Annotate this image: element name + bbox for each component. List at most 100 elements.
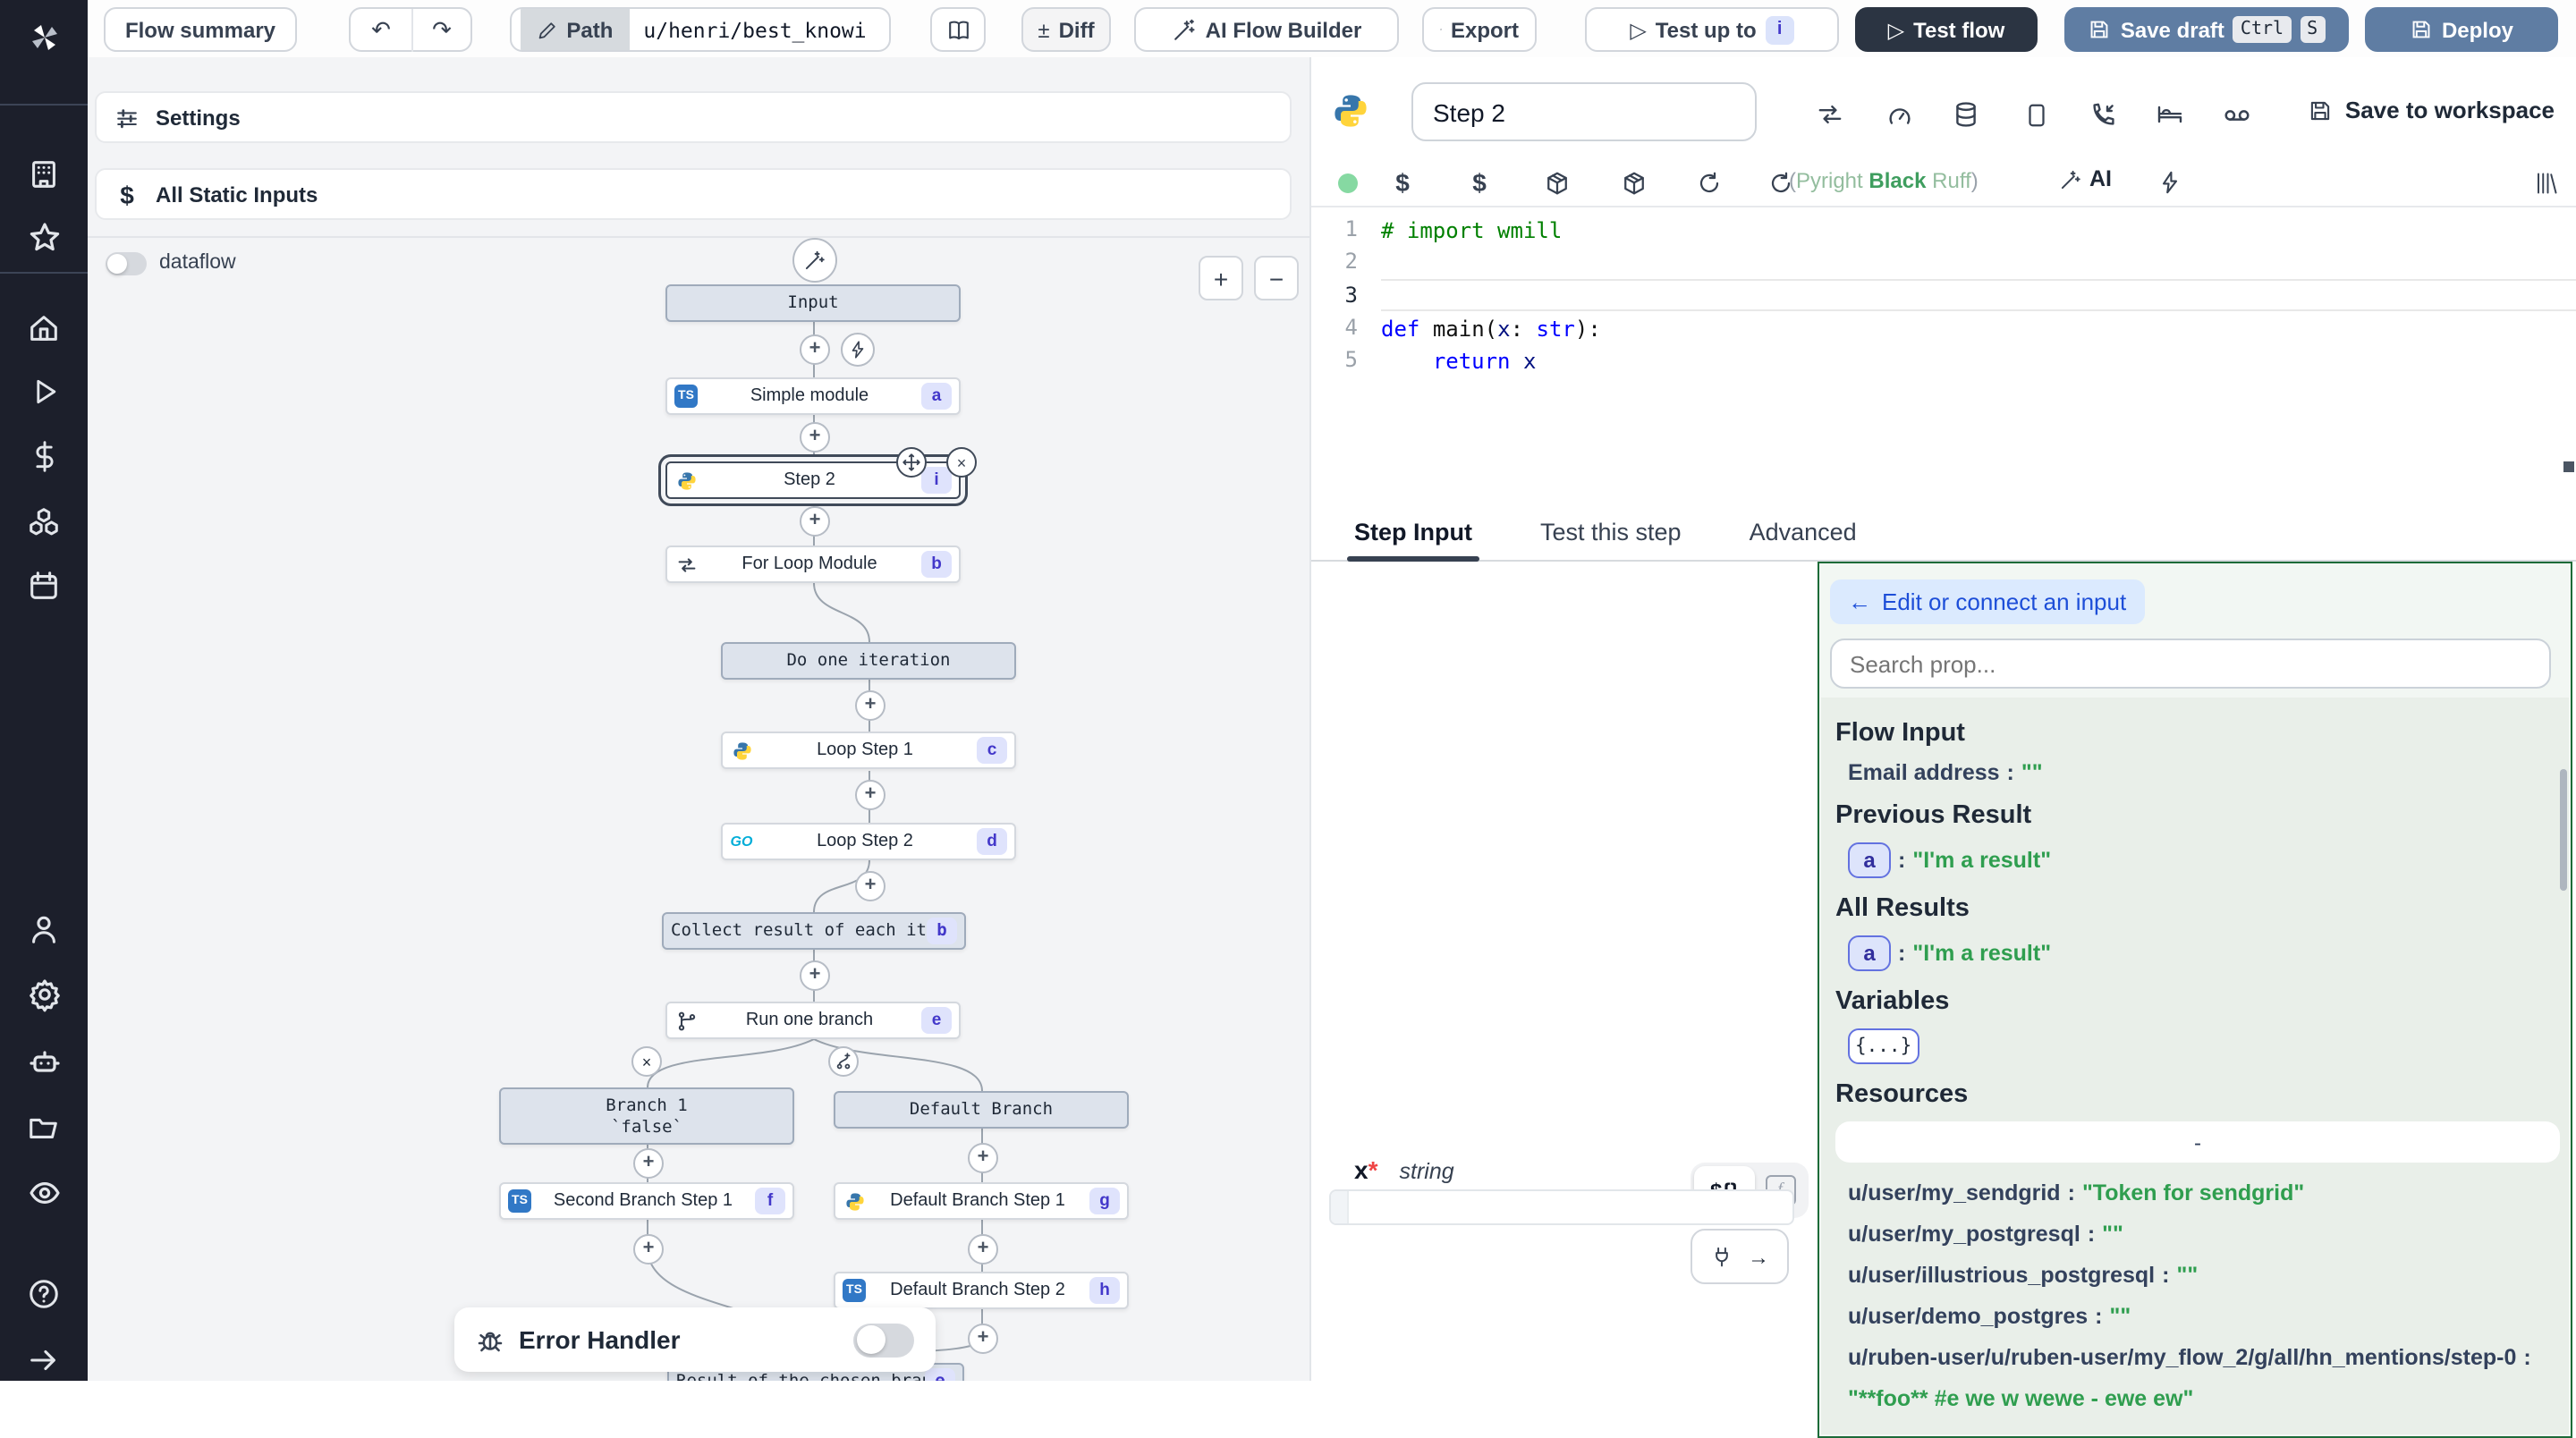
- early-stop-icon[interactable]: [2018, 97, 2054, 132]
- concurrency-icon[interactable]: [1882, 97, 1918, 132]
- add-branch-button[interactable]: [828, 1046, 859, 1077]
- tab-test-this-step[interactable]: Test this step: [1540, 518, 1682, 545]
- add-step-button[interactable]: [855, 871, 886, 901]
- sidebar-item-users[interactable]: [0, 901, 88, 955]
- sidebar-item-home[interactable]: [0, 300, 88, 354]
- flow-node-branch-1[interactable]: Branch 1 `false`: [499, 1087, 794, 1145]
- flow-settings-row[interactable]: Settings: [95, 91, 1292, 143]
- prop-row[interactable]: u/user/demo_postgres : "": [1848, 1304, 2555, 1329]
- add-step-button[interactable]: [800, 506, 830, 537]
- redo-icon[interactable]: ↷: [432, 15, 452, 42]
- code-line[interactable]: 2: [1344, 249, 1358, 275]
- code-line[interactable]: 1# import wmill: [1344, 216, 1563, 243]
- flow-node-second-branch-step-1[interactable]: TS Second Branch Step 1 f: [499, 1182, 794, 1220]
- add-step-button[interactable]: [968, 1143, 998, 1173]
- prop-row[interactable]: {...}: [1848, 1028, 2555, 1064]
- sidebar-item-workspace[interactable]: [0, 147, 88, 200]
- add-step-button[interactable]: [800, 422, 830, 453]
- code-line[interactable]: 3: [1311, 278, 2576, 311]
- sidebar-item-audit-logs[interactable]: [0, 1166, 88, 1220]
- prop-row[interactable]: "**foo** #e we w wewe - ewe ew": [1848, 1386, 2555, 1411]
- path-input[interactable]: u/henri/best_knowi: [643, 17, 867, 42]
- add-step-button[interactable]: [800, 960, 830, 991]
- prop-row[interactable]: a : "I'm a result": [1848, 842, 2555, 878]
- bolt-icon[interactable]: [2152, 165, 2188, 200]
- delete-node-button[interactable]: ×: [946, 447, 977, 478]
- sidebar-item-folders[interactable]: [0, 1100, 88, 1154]
- sidebar-item-help[interactable]: [0, 1266, 88, 1320]
- sidebar-item-workers[interactable]: [0, 1034, 88, 1087]
- mock-icon[interactable]: [2218, 97, 2254, 132]
- error-handler-toggle[interactable]: [853, 1323, 914, 1357]
- flow-node-default-branch-step-2[interactable]: TS Default Branch Step 2 h: [834, 1272, 1129, 1309]
- flow-node-for-loop[interactable]: For Loop Module b: [665, 546, 961, 583]
- tab-advanced[interactable]: Advanced: [1749, 518, 1857, 545]
- dataflow-toggle[interactable]: [106, 252, 147, 275]
- code-assistants-label[interactable]: (Pyright Black Ruff): [1789, 168, 1979, 193]
- sidebar-item-favorites[interactable]: [0, 211, 88, 265]
- add-step-button[interactable]: [855, 690, 886, 721]
- sleep-icon[interactable]: [2152, 97, 2188, 132]
- add-step-button[interactable]: [800, 334, 830, 365]
- edit-or-connect-button[interactable]: ← Edit or connect an input: [1830, 579, 2145, 624]
- zoom-out-button[interactable]: −: [1254, 256, 1299, 300]
- flow-node-default-branch-step-1[interactable]: Default Branch Step 1 g: [834, 1182, 1129, 1220]
- library-panel-icon[interactable]: [2528, 165, 2563, 200]
- suspend-icon[interactable]: [2086, 97, 2122, 132]
- package-icon[interactable]: [1615, 165, 1651, 200]
- flow-node-loop-step-1[interactable]: Loop Step 1 c: [721, 732, 1016, 769]
- cache-icon[interactable]: [1948, 97, 1984, 132]
- tab-step-input[interactable]: Step Input: [1347, 503, 1479, 562]
- prop-row[interactable]: a : "I'm a result": [1848, 935, 2555, 971]
- sidebar-item-settings[interactable]: [0, 968, 88, 1021]
- reload-icon[interactable]: [1690, 165, 1726, 200]
- docs-button[interactable]: [930, 7, 986, 52]
- add-step-button[interactable]: [633, 1148, 664, 1179]
- flow-summary-button[interactable]: Flow summary: [104, 7, 297, 52]
- sidebar-item-variables[interactable]: [0, 429, 88, 483]
- test-up-to-button[interactable]: ▷ Test up to i: [1585, 7, 1839, 52]
- flow-node-do-one-iteration[interactable]: Do one iteration: [721, 642, 1016, 680]
- add-step-button[interactable]: [968, 1324, 998, 1354]
- windmill-logo-icon[interactable]: [0, 11, 88, 64]
- flow-node-run-one-branch[interactable]: Run one branch e: [665, 1002, 961, 1039]
- variable-picker-icon[interactable]: $: [1395, 168, 1410, 197]
- prop-row[interactable]: Email address : "": [1848, 760, 2555, 785]
- argument-value-input[interactable]: [1329, 1189, 1794, 1225]
- sidebar-item-resources[interactable]: [0, 494, 88, 547]
- path-label-wrap[interactable]: Path: [520, 9, 630, 50]
- connect-input-button[interactable]: →: [1690, 1229, 1789, 1284]
- search-prop-input[interactable]: [1830, 639, 2551, 689]
- package-icon[interactable]: [1538, 165, 1574, 200]
- sidebar-item-schedules[interactable]: [0, 558, 88, 612]
- prop-row[interactable]: u/user/my_sendgrid : "Token for sendgrid…: [1848, 1180, 2555, 1205]
- move-node-button[interactable]: [896, 447, 927, 478]
- ai-builder-circle[interactable]: [792, 238, 837, 283]
- all-static-inputs-row[interactable]: $ All Static Inputs: [95, 168, 1292, 220]
- prop-row[interactable]: u/user/my_postgresql : "": [1848, 1222, 2555, 1247]
- flow-node-loop-step-2[interactable]: GO Loop Step 2 d: [721, 823, 1016, 860]
- diff-button[interactable]: ± Diff: [1021, 7, 1111, 52]
- reload-icon[interactable]: [1762, 165, 1798, 200]
- sidebar-expand-icon[interactable]: [0, 1332, 88, 1386]
- trigger-bolt-circle[interactable]: [841, 333, 875, 367]
- flow-node-simple-module[interactable]: TS Simple module a: [665, 377, 961, 415]
- prop-row[interactable]: u/ruben-user/u/ruben-user/my_flow_2/g/al…: [1848, 1345, 2555, 1370]
- add-step-button[interactable]: [968, 1234, 998, 1265]
- step-name-input[interactable]: [1411, 82, 1757, 141]
- retries-icon[interactable]: [1812, 97, 1848, 132]
- save-to-workspace-button[interactable]: Save to workspace: [2308, 97, 2555, 123]
- flow-node-input[interactable]: Input: [665, 284, 961, 322]
- remove-branch-button[interactable]: ×: [631, 1046, 662, 1077]
- test-flow-button[interactable]: ▷ Test flow: [1855, 7, 2038, 52]
- flow-node-collect-result[interactable]: Collect result of each iteration b: [662, 912, 966, 950]
- add-step-button[interactable]: [855, 780, 886, 810]
- ai-flow-builder-button[interactable]: AI Flow Builder: [1134, 7, 1399, 52]
- add-step-button[interactable]: [633, 1234, 664, 1265]
- resource-picker-icon[interactable]: $: [1472, 168, 1487, 197]
- save-draft-button[interactable]: Save draft Ctrl S: [2064, 7, 2349, 52]
- prop-row[interactable]: u/user/illustrious_postgresql : "": [1848, 1263, 2555, 1288]
- sidebar-item-runs[interactable]: [0, 365, 88, 419]
- export-button[interactable]: Export: [1422, 7, 1537, 52]
